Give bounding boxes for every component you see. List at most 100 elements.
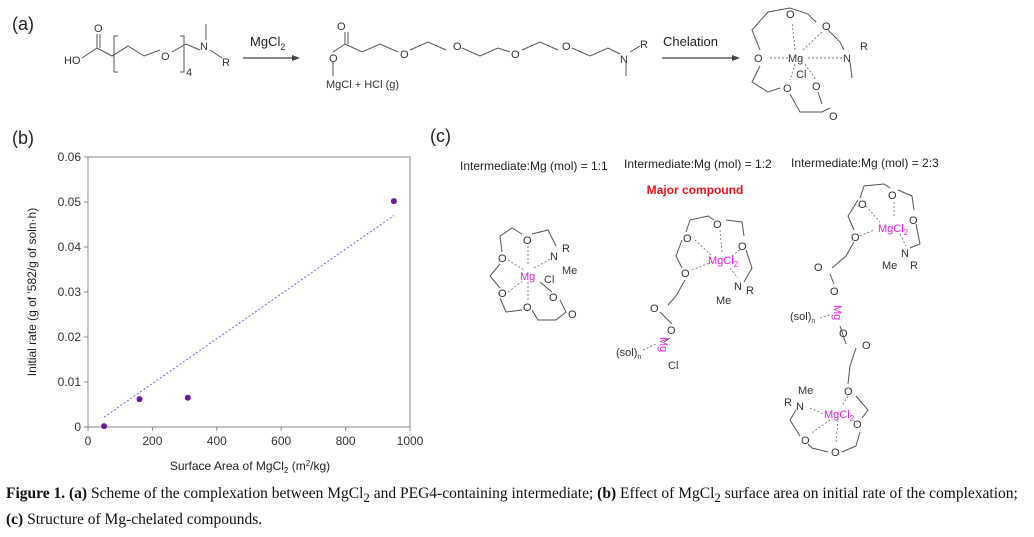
- atom-n: N: [901, 248, 909, 260]
- atom-n: N: [843, 53, 851, 65]
- atom-mg: Mg: [657, 337, 669, 352]
- panel-b-label: (b): [12, 128, 34, 148]
- svg-text:MgCl2: MgCl2: [708, 255, 739, 269]
- atom-o: O: [851, 232, 860, 244]
- trendline: [103, 215, 395, 418]
- atom-r: R: [640, 39, 648, 51]
- atom-mg: Mg: [520, 271, 535, 283]
- atom-o: O: [754, 53, 763, 65]
- atom-r: R: [860, 41, 868, 53]
- svg-text:(sol)n: (sol)n: [790, 311, 815, 325]
- intermediate-structure: O O O O O O N R MgCl + HCl (g): [326, 21, 648, 91]
- atom-cl: Cl: [668, 360, 678, 372]
- atom-o: O: [844, 386, 853, 398]
- reaction-arrow-1: MgCl2: [243, 34, 300, 61]
- atom-o: O: [812, 81, 821, 93]
- y-tick-label: 0: [74, 420, 81, 434]
- y-tick-label: 0.04: [58, 240, 82, 254]
- atom-o: O: [830, 286, 839, 298]
- y-tick-label: 0.03: [58, 285, 82, 299]
- x-tick-label: 1000: [397, 434, 424, 448]
- atom-o: O: [786, 9, 795, 21]
- y-tick-label: 0.02: [58, 330, 82, 344]
- atom-o: O: [400, 49, 409, 61]
- data-point: [101, 423, 108, 430]
- y-axis-label: Initial rate (g of '582/g of soln·h): [25, 208, 39, 376]
- atom-me: Me: [716, 295, 731, 307]
- atom-o: O: [337, 21, 346, 33]
- svg-text:MgCl2: MgCl2: [250, 34, 285, 52]
- svg-text:MgCl2: MgCl2: [824, 409, 855, 423]
- byproduct-text: MgCl + HCl (g): [326, 79, 399, 91]
- atom-o: O: [738, 241, 747, 253]
- atom-o: O: [562, 41, 571, 53]
- repeat-subscript: 4: [186, 67, 192, 79]
- figure-caption: Figure 1. (a) Scheme of the complexation…: [6, 485, 1018, 529]
- atom-o: O: [650, 303, 659, 315]
- major-compound-label: Major compound: [647, 183, 744, 197]
- atom-cl: Cl: [544, 274, 554, 286]
- atom-me: Me: [562, 265, 577, 277]
- x-tick-label: 600: [271, 434, 291, 448]
- data-point: [184, 394, 191, 401]
- atom-cl: Cl: [796, 69, 806, 81]
- atom-o: O: [683, 233, 692, 245]
- atom-o: O: [523, 302, 532, 314]
- y-tick-label: 0.05: [58, 195, 82, 209]
- y-tick-label: 0.06: [58, 150, 82, 164]
- header-ratio-1-1: Intermediate:Mg (mol) = 1:1: [460, 159, 608, 173]
- x-tick-label: 0: [85, 434, 92, 448]
- atom-o: O: [713, 219, 722, 231]
- atom-r: R: [784, 397, 792, 409]
- product-structure: O O O O O O Mg Cl N R: [751, 7, 868, 123]
- chelation-label: Chelation: [663, 34, 718, 49]
- atom-o: O: [568, 309, 577, 321]
- atom-o: O: [498, 253, 507, 265]
- atom-o: O: [329, 53, 338, 65]
- atom-o: O: [453, 41, 462, 53]
- atom-o: O: [801, 435, 810, 447]
- compound-1-1: O O O O O O Mg Cl N R Me: [489, 227, 577, 321]
- atom-r: R: [746, 285, 754, 297]
- atom-r: R: [910, 260, 918, 272]
- panel-c-label: (c): [430, 126, 451, 146]
- atom-r: R: [222, 57, 230, 69]
- atom-n: N: [734, 281, 742, 293]
- atom-me: Me: [798, 385, 813, 397]
- atom-o: O: [822, 21, 831, 33]
- atom-o: O: [511, 49, 520, 61]
- reactant-structure: HO O O 4 N R: [64, 23, 230, 79]
- header-ratio-1-2: Intermediate:Mg (mol) = 1:2: [624, 157, 772, 171]
- atom-o: O: [839, 328, 848, 340]
- y-tick-label: 0.01: [58, 375, 82, 389]
- atom-o: O: [94, 23, 103, 35]
- atom-o: O: [853, 419, 862, 431]
- panel-a-label: (a): [12, 14, 34, 34]
- atom-o: O: [667, 325, 676, 337]
- compound-1-2: O O O O O O MgCl2 N Me R Mg (sol)n Cl: [616, 215, 754, 372]
- figure-canvas: (a) HO O O 4 N R MgCl2 O O O O O: [12, 7, 939, 475]
- atom-ho: HO: [64, 55, 81, 67]
- x-tick-label: 400: [207, 434, 227, 448]
- atom-n: N: [620, 54, 628, 66]
- atom-n: N: [550, 251, 558, 263]
- atom-o: O: [862, 340, 871, 352]
- scatter-chart: 0 200 400 600 800 1000 0 0.01 0.02 0.03 0.04 0.05 0.…: [25, 150, 424, 475]
- atom-o: O: [549, 292, 558, 304]
- atom-me: Me: [882, 260, 897, 272]
- x-tick-label: 800: [336, 434, 356, 448]
- data-point: [136, 396, 143, 403]
- atom-o: O: [783, 83, 792, 95]
- atom-r: R: [562, 243, 570, 255]
- atom-o: O: [681, 268, 690, 280]
- compound-2-3: O O O O O O O O O O O O MgCl2 N Me R Mg …: [784, 183, 921, 459]
- reaction-arrow-2: Chelation: [662, 34, 740, 61]
- atom-n: N: [200, 41, 208, 53]
- atom-mg: Mg: [788, 53, 803, 65]
- atom-o: O: [858, 199, 867, 211]
- atom-o: O: [498, 288, 507, 300]
- atom-mg: Mg: [831, 305, 843, 320]
- plot-frame: [87, 156, 411, 428]
- x-tick-label: 200: [142, 434, 162, 448]
- atom-o: O: [814, 262, 823, 274]
